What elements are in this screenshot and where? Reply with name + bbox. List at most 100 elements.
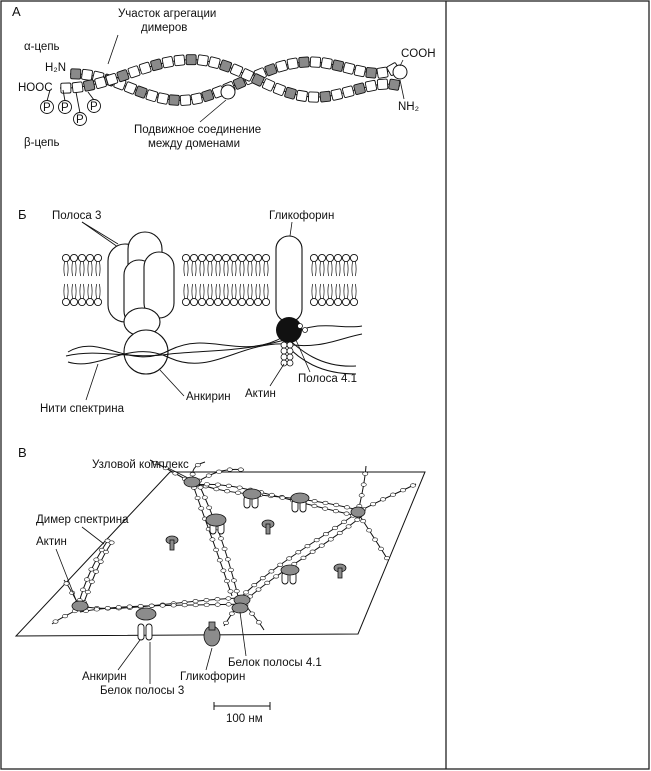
spectrin-bead xyxy=(225,596,232,601)
band3-protein xyxy=(107,231,175,337)
lipid-head xyxy=(69,297,79,307)
lipid-tail xyxy=(315,261,317,277)
lipid-head xyxy=(245,297,255,307)
actin-label: Актин xyxy=(245,388,276,400)
lipid-tail xyxy=(211,261,213,277)
phosphate-icon xyxy=(40,100,54,114)
spectrin-bead xyxy=(327,537,334,542)
spectrin-bead xyxy=(332,525,338,531)
lipid-tail xyxy=(99,261,101,277)
spectrin-domain-segment xyxy=(168,94,180,106)
spectrin-bead xyxy=(225,483,232,488)
spectrin-bead xyxy=(225,602,232,607)
lipid-tail xyxy=(259,261,261,277)
spectrin-bead xyxy=(311,503,318,509)
lipid-head xyxy=(189,253,199,263)
spectrin-dimer-leader xyxy=(81,526,105,545)
lipid-tail xyxy=(355,261,357,277)
band3-protein-label: Белок полосы 3 xyxy=(100,685,184,697)
aggregation-site-label-2: димеров xyxy=(141,22,187,34)
spectrin-bead xyxy=(206,505,213,510)
glycophorin-label-c: Гликофорин xyxy=(180,671,245,683)
lipid-tail xyxy=(219,283,221,299)
membrane-plane xyxy=(14,471,426,637)
glycophorin-label: Гликофорин xyxy=(269,210,334,222)
spectrin-bead xyxy=(380,497,386,502)
spectrin-bead xyxy=(255,587,262,592)
lipid-tail xyxy=(71,283,73,299)
lipid-tail xyxy=(239,283,241,299)
spectrin-bead xyxy=(370,502,376,507)
glycophorin-icon xyxy=(261,519,275,535)
spectrin-bead xyxy=(115,605,122,610)
glycophorin-leader-c xyxy=(205,647,213,671)
lipid-tail xyxy=(67,283,69,299)
lipid-tail xyxy=(235,283,237,299)
glycophorin-group xyxy=(165,519,347,647)
spectrin-bead xyxy=(192,602,199,608)
lipid-head xyxy=(317,253,327,263)
lipid-tail xyxy=(351,261,353,277)
spectrin-domain-segment xyxy=(388,78,401,91)
spectrin-bead xyxy=(273,574,280,579)
glycophorin-icon xyxy=(333,563,347,579)
spectrin-bead xyxy=(341,519,348,524)
ankyrin-label-c: Анкирин xyxy=(82,671,127,683)
lipid-head xyxy=(237,297,247,307)
lipid-tail xyxy=(75,261,77,277)
spectrin-bead xyxy=(108,540,115,545)
spectrin-bead xyxy=(224,489,231,494)
spectrin-bead xyxy=(235,490,241,495)
spectrin-domain-segment xyxy=(179,94,192,106)
spectrin-domain-segment xyxy=(145,89,159,103)
phosphate-groups xyxy=(40,89,101,126)
lipid-tail xyxy=(79,261,81,277)
lipid-tail xyxy=(263,283,265,299)
spectrin-bead xyxy=(203,602,210,607)
spectrin-domain-segment xyxy=(196,54,209,67)
spectrin-bead xyxy=(295,550,302,555)
lipid-head xyxy=(85,253,95,263)
spectrin-domain-segments xyxy=(60,54,401,106)
spectrin-bead xyxy=(243,590,249,595)
phosphate-label: P xyxy=(90,101,98,113)
lipid-tail xyxy=(203,283,205,299)
lipid-head xyxy=(189,297,199,307)
spectrin-bead xyxy=(62,614,68,619)
lipid-tail xyxy=(319,261,321,277)
lipid-tail xyxy=(267,283,269,299)
lipid-tail xyxy=(99,283,101,299)
spectrin-bead xyxy=(84,577,90,582)
spectrin-bead xyxy=(268,569,275,574)
lipid-head xyxy=(229,253,239,263)
spectrin-bead xyxy=(220,568,227,573)
spectrin-domain-segment xyxy=(376,66,389,79)
cooh-end-joint xyxy=(392,64,408,80)
phosphate-letters: P P P P xyxy=(43,101,98,126)
actin-leader-c xyxy=(55,548,77,601)
lipid-tail xyxy=(267,261,269,277)
spectrin-bead xyxy=(362,471,369,476)
lipid-head xyxy=(197,253,207,263)
lipid-head xyxy=(181,253,191,263)
phosphate-icon xyxy=(73,112,87,126)
spectrin-domain-segment xyxy=(364,79,378,93)
spectrin-bead xyxy=(372,537,378,542)
panel-a-letter: А xyxy=(12,4,21,19)
spectrin-domain-segment xyxy=(353,82,366,95)
lipid-tail xyxy=(187,261,189,277)
spectrin-domain-segment xyxy=(295,89,308,102)
panel-c-letter: В xyxy=(18,445,27,460)
spectrin-bead xyxy=(194,463,201,468)
spectrin-bead xyxy=(214,602,221,607)
lipid-head xyxy=(221,253,231,263)
spectrin-domain-segment xyxy=(286,57,299,70)
spectrin-domain-segment xyxy=(264,63,278,77)
glycophorin-icon xyxy=(203,621,221,647)
cooh-label: COOH xyxy=(401,48,436,60)
spectrin-bead xyxy=(378,546,384,551)
spectrin-bead xyxy=(249,611,256,616)
phosphate-label: P xyxy=(76,114,84,126)
spectrin-domain-segment xyxy=(94,76,107,89)
